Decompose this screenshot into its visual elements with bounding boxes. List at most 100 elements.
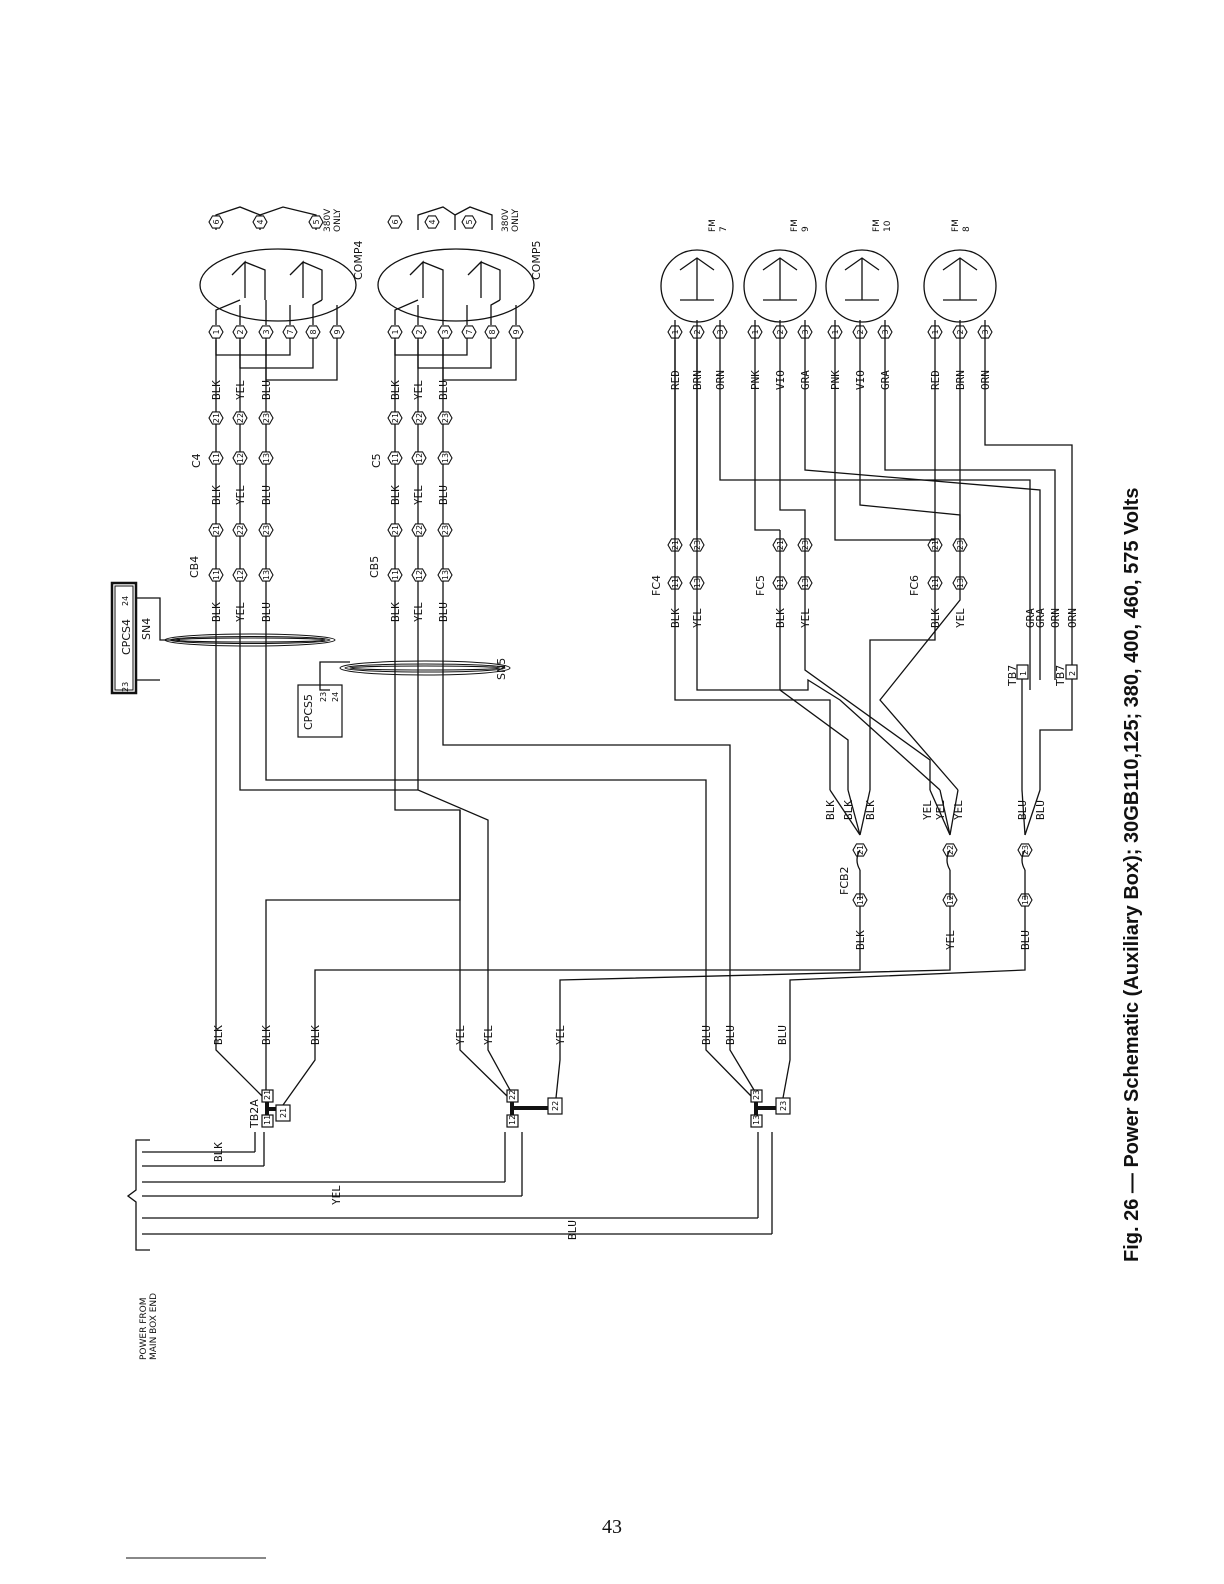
fc4-label: FC4 — [650, 575, 663, 596]
svg-text:YEL: YEL — [234, 380, 247, 400]
comp5-terminal-5-number: 5 — [465, 219, 474, 224]
comp5-circuit: CB5 C5 COMP5 — [368, 206, 543, 640]
incoming-lines — [142, 1132, 773, 1235]
comp5-terminal-6-number: 6 — [391, 219, 400, 224]
power-source-line1: POWER FROM — [139, 1298, 149, 1361]
comp4-breaker-out-2 — [258, 523, 274, 537]
sn5-label: SN5 — [495, 658, 508, 680]
tb2a-label: TB2A — [248, 1099, 261, 1129]
cpcs5-sensor: CPCS5 SN5 — [297, 658, 511, 738]
svg-text:BLK: BLK — [774, 608, 787, 628]
svg-text:BLK: BLK — [929, 608, 942, 628]
tb7-label-2: TB7 — [1054, 665, 1067, 687]
svg-text:23: 23 — [752, 1090, 761, 1100]
fcb2-label: FCB2 — [838, 866, 851, 895]
power-source-line2: MAIN BOX END — [149, 1293, 159, 1360]
comp5-terminal-1 — [387, 325, 403, 339]
fcb2-out-0-number: 21 — [856, 845, 865, 855]
fm7-line1: FM — [708, 219, 718, 232]
svg-text:BLU: BLU — [437, 485, 450, 505]
svg-text:YEL: YEL — [412, 380, 425, 400]
comp4-contactor-in-0 — [208, 451, 224, 465]
page-number: 43 — [602, 1516, 622, 1538]
cpcs5-label: CPCS5 — [302, 694, 315, 730]
svg-text:Fig. 26 — Power Schematic (Aux: Fig. 26 — Power Schematic (Auxiliary Box… — [1121, 488, 1143, 1262]
svg-text:BLK: BLK — [389, 485, 402, 505]
comp5-contactor-in-0 — [387, 451, 403, 465]
comp4-contactor-out-2 — [258, 411, 274, 425]
svg-text:13: 13 — [752, 1115, 761, 1125]
trunk-wires — [215, 640, 1026, 1106]
svg-text:VIO: VIO — [854, 370, 867, 390]
power-source-bracket — [126, 1139, 150, 1251]
comp5-terminal-1-number: 1 — [391, 329, 400, 334]
svg-text:BLU: BLU — [260, 380, 273, 400]
comp4-contactor-in-2 — [258, 451, 274, 465]
svg-text:BLK: BLK — [210, 602, 223, 622]
incoming-blk-label: BLK — [212, 1142, 225, 1162]
comp4-breaker-out-0 — [208, 523, 224, 537]
svg-text:YEL: YEL — [954, 608, 967, 628]
comp5-terminal-8 — [484, 325, 500, 339]
svg-text:RED: RED — [929, 370, 942, 390]
fan-contactors: FC4 FC5 FC6 — [650, 340, 1073, 791]
comp5-terminal-9 — [508, 325, 524, 339]
svg-text:BLK: BLK — [854, 930, 867, 950]
svg-text:PNK: PNK — [829, 370, 842, 390]
svg-text:BLK: BLK — [212, 1142, 225, 1162]
comp5-contactor-out-0 — [387, 411, 403, 425]
svg-text:YEL: YEL — [952, 800, 965, 820]
comp4-380v-line1: 380V — [323, 208, 333, 232]
comp4-terminal-1-number: 1 — [212, 329, 221, 334]
comp5-terminal-7-number: 7 — [465, 329, 474, 334]
svg-text:22: 22 — [508, 1090, 517, 1100]
power-source-label: POWER FROM MAIN BOX END — [139, 1293, 159, 1360]
comp5-terminal-4-number: 4 — [428, 219, 437, 224]
svg-text:11: 11 — [263, 1115, 272, 1125]
svg-text:BLU: BLU — [1016, 800, 1029, 820]
svg-text:BLK: BLK — [210, 485, 223, 505]
fm9-line1: FM — [790, 219, 800, 232]
cpcs4-sensor: CPCS4 SN4 — [110, 581, 336, 695]
svg-text:BLU: BLU — [437, 602, 450, 622]
fm8-line1: FM — [951, 219, 961, 232]
comp5-terminal-3 — [437, 325, 453, 339]
svg-text:YEL: YEL — [934, 800, 947, 820]
svg-text:YEL: YEL — [234, 485, 247, 505]
comp5-contactor-in-2 — [437, 451, 453, 465]
svg-text:BLU: BLU — [724, 1025, 737, 1045]
svg-text:GRA: GRA — [1024, 608, 1037, 628]
svg-text:YEL: YEL — [482, 1025, 495, 1045]
comp5-breaker-in-0 — [387, 568, 403, 582]
fm9-line2: 9 — [801, 226, 811, 232]
comp4-contactor-out-1 — [232, 411, 248, 425]
comp4-label: COMP4 — [352, 241, 365, 280]
svg-text:YEL: YEL — [412, 602, 425, 622]
sn4-label: SN4 — [140, 618, 153, 640]
comp4-circuit: CB4 C4 COMP4 — [188, 206, 365, 640]
svg-text:YEL: YEL — [944, 930, 957, 950]
comp4-terminal-4-number: 4 — [256, 219, 265, 224]
svg-text:24: 24 — [331, 692, 340, 702]
svg-text:23: 23 — [121, 682, 130, 692]
comp4-terminal-5-number: 5 — [312, 219, 321, 224]
svg-text:PNK: PNK — [749, 370, 762, 390]
cpcs4-label: CPCS4 — [120, 619, 133, 655]
fcb2-out-1-number: 22 — [946, 845, 955, 855]
comp5-breaker-in-2-number: 13 — [441, 570, 450, 580]
svg-text:YEL: YEL — [412, 485, 425, 505]
comp4-terminal-9 — [329, 325, 345, 339]
svg-text:BLK: BLK — [669, 608, 682, 628]
comp4-contactor-in-1 — [232, 451, 248, 465]
comp5-breaker-in-1 — [411, 568, 427, 582]
svg-text:BLK: BLK — [389, 602, 402, 622]
svg-text:21: 21 — [279, 1108, 288, 1118]
comp5-breaker-out-1-number: 22 — [415, 525, 424, 535]
svg-text:GRA: GRA — [1034, 608, 1047, 628]
svg-text:BLU: BLU — [1019, 930, 1032, 950]
svg-text:BLK: BLK — [309, 1025, 322, 1045]
comp4-terminal-9-number: 9 — [333, 329, 342, 334]
comp4-contactor-out-0 — [208, 411, 224, 425]
